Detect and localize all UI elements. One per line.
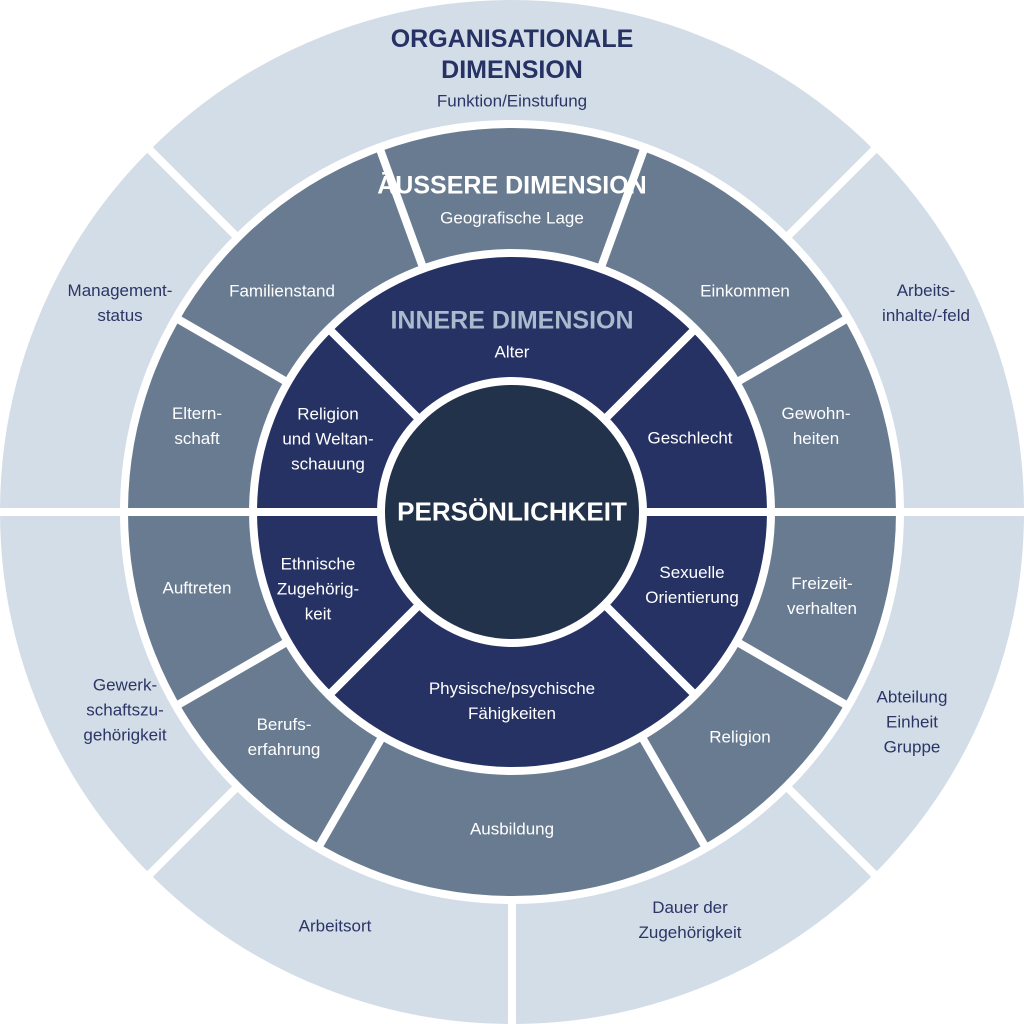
ext-item-geografische-lage: Geografische Lage	[440, 208, 584, 228]
org-item-dauer: Dauer der Zugehörigkeit	[638, 898, 742, 942]
center-personality-label: PERSÖNLICHKEIT	[397, 496, 627, 527]
ext-item-familienstand: Familienstand	[229, 281, 335, 301]
org-item-arbeitsort: Arbeitsort	[298, 916, 372, 936]
org-item-gewerkschaft: Gewerk- schaftszu- gehörigkeit	[83, 675, 167, 745]
org-item-abteilung: Abteilung Einheit Gruppe	[876, 687, 948, 757]
int-item-faehigkeiten: Physische/psychische Fähigkeiten	[428, 679, 596, 723]
organisational-dimension-title: ORGANISATIONALE DIMENSION	[390, 25, 634, 84]
int-item-alter: Alter	[494, 342, 530, 362]
org-item-management: Management- status	[67, 281, 173, 325]
personality-core	[377, 377, 647, 647]
internal-dimension-title: INNERE DIMENSION	[390, 306, 634, 335]
ext-item-auftreten: Auftreten	[162, 578, 232, 598]
ext-item-berufserfahrung: Berufs- erfahrung	[247, 715, 321, 759]
org-item-arbeitsinhalte: Arbeits- inhalte/-feld	[882, 281, 970, 325]
ext-item-einkommen: Einkommen	[700, 281, 790, 301]
org-item-funktion: Funktion/Einstufung	[436, 91, 588, 111]
ext-item-ausbildung: Ausbildung	[469, 819, 555, 839]
ext-item-elternschaft: Eltern- schaft	[171, 404, 223, 448]
int-item-sexuelle-orientierung: Sexuelle Orientierung	[645, 563, 739, 607]
ext-item-religion: Religion	[709, 727, 771, 747]
external-dimension-title: ÄUSSERE DIMENSION	[377, 171, 647, 200]
int-item-ethnische-zugehoerigkeit: Ethnische Zugehörig- keit	[276, 554, 360, 624]
int-item-geschlecht: Geschlecht	[647, 428, 733, 448]
int-item-religion-weltanschauung: Religion und Weltan- schauung	[282, 404, 374, 474]
ext-item-freizeitverhalten: Freizeit- verhalten	[787, 574, 857, 618]
ext-item-gewohnheiten: Gewohn- heiten	[781, 404, 851, 448]
